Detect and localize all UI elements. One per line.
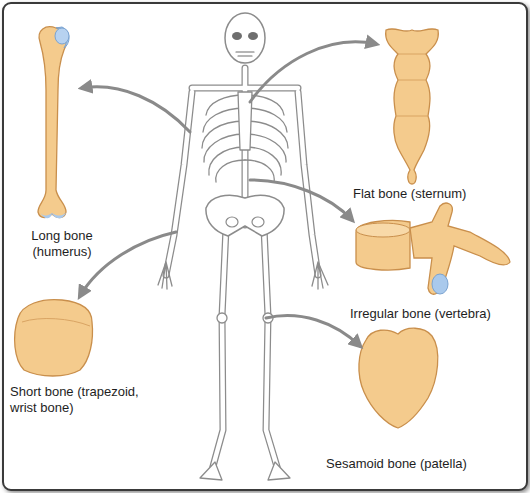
bone-label: Short bone (trapezoid, wrist bone) [10,384,160,416]
skeleton [158,13,328,480]
patella-illustration [359,328,438,428]
bone-label: Sesamoid bone (patella) [326,456,516,472]
sternum-illustration [386,29,439,184]
vertebra-illustration [356,203,510,294]
humerus-illustration [38,27,69,219]
bone-label: Flat bone (sternum) [353,186,483,202]
trapezoid-illustration [15,300,93,376]
bone-label: Irregular bone (vertebra) [350,306,522,322]
bone-label: Long bone (humerus) [14,228,110,260]
leader-arrows [80,42,376,346]
